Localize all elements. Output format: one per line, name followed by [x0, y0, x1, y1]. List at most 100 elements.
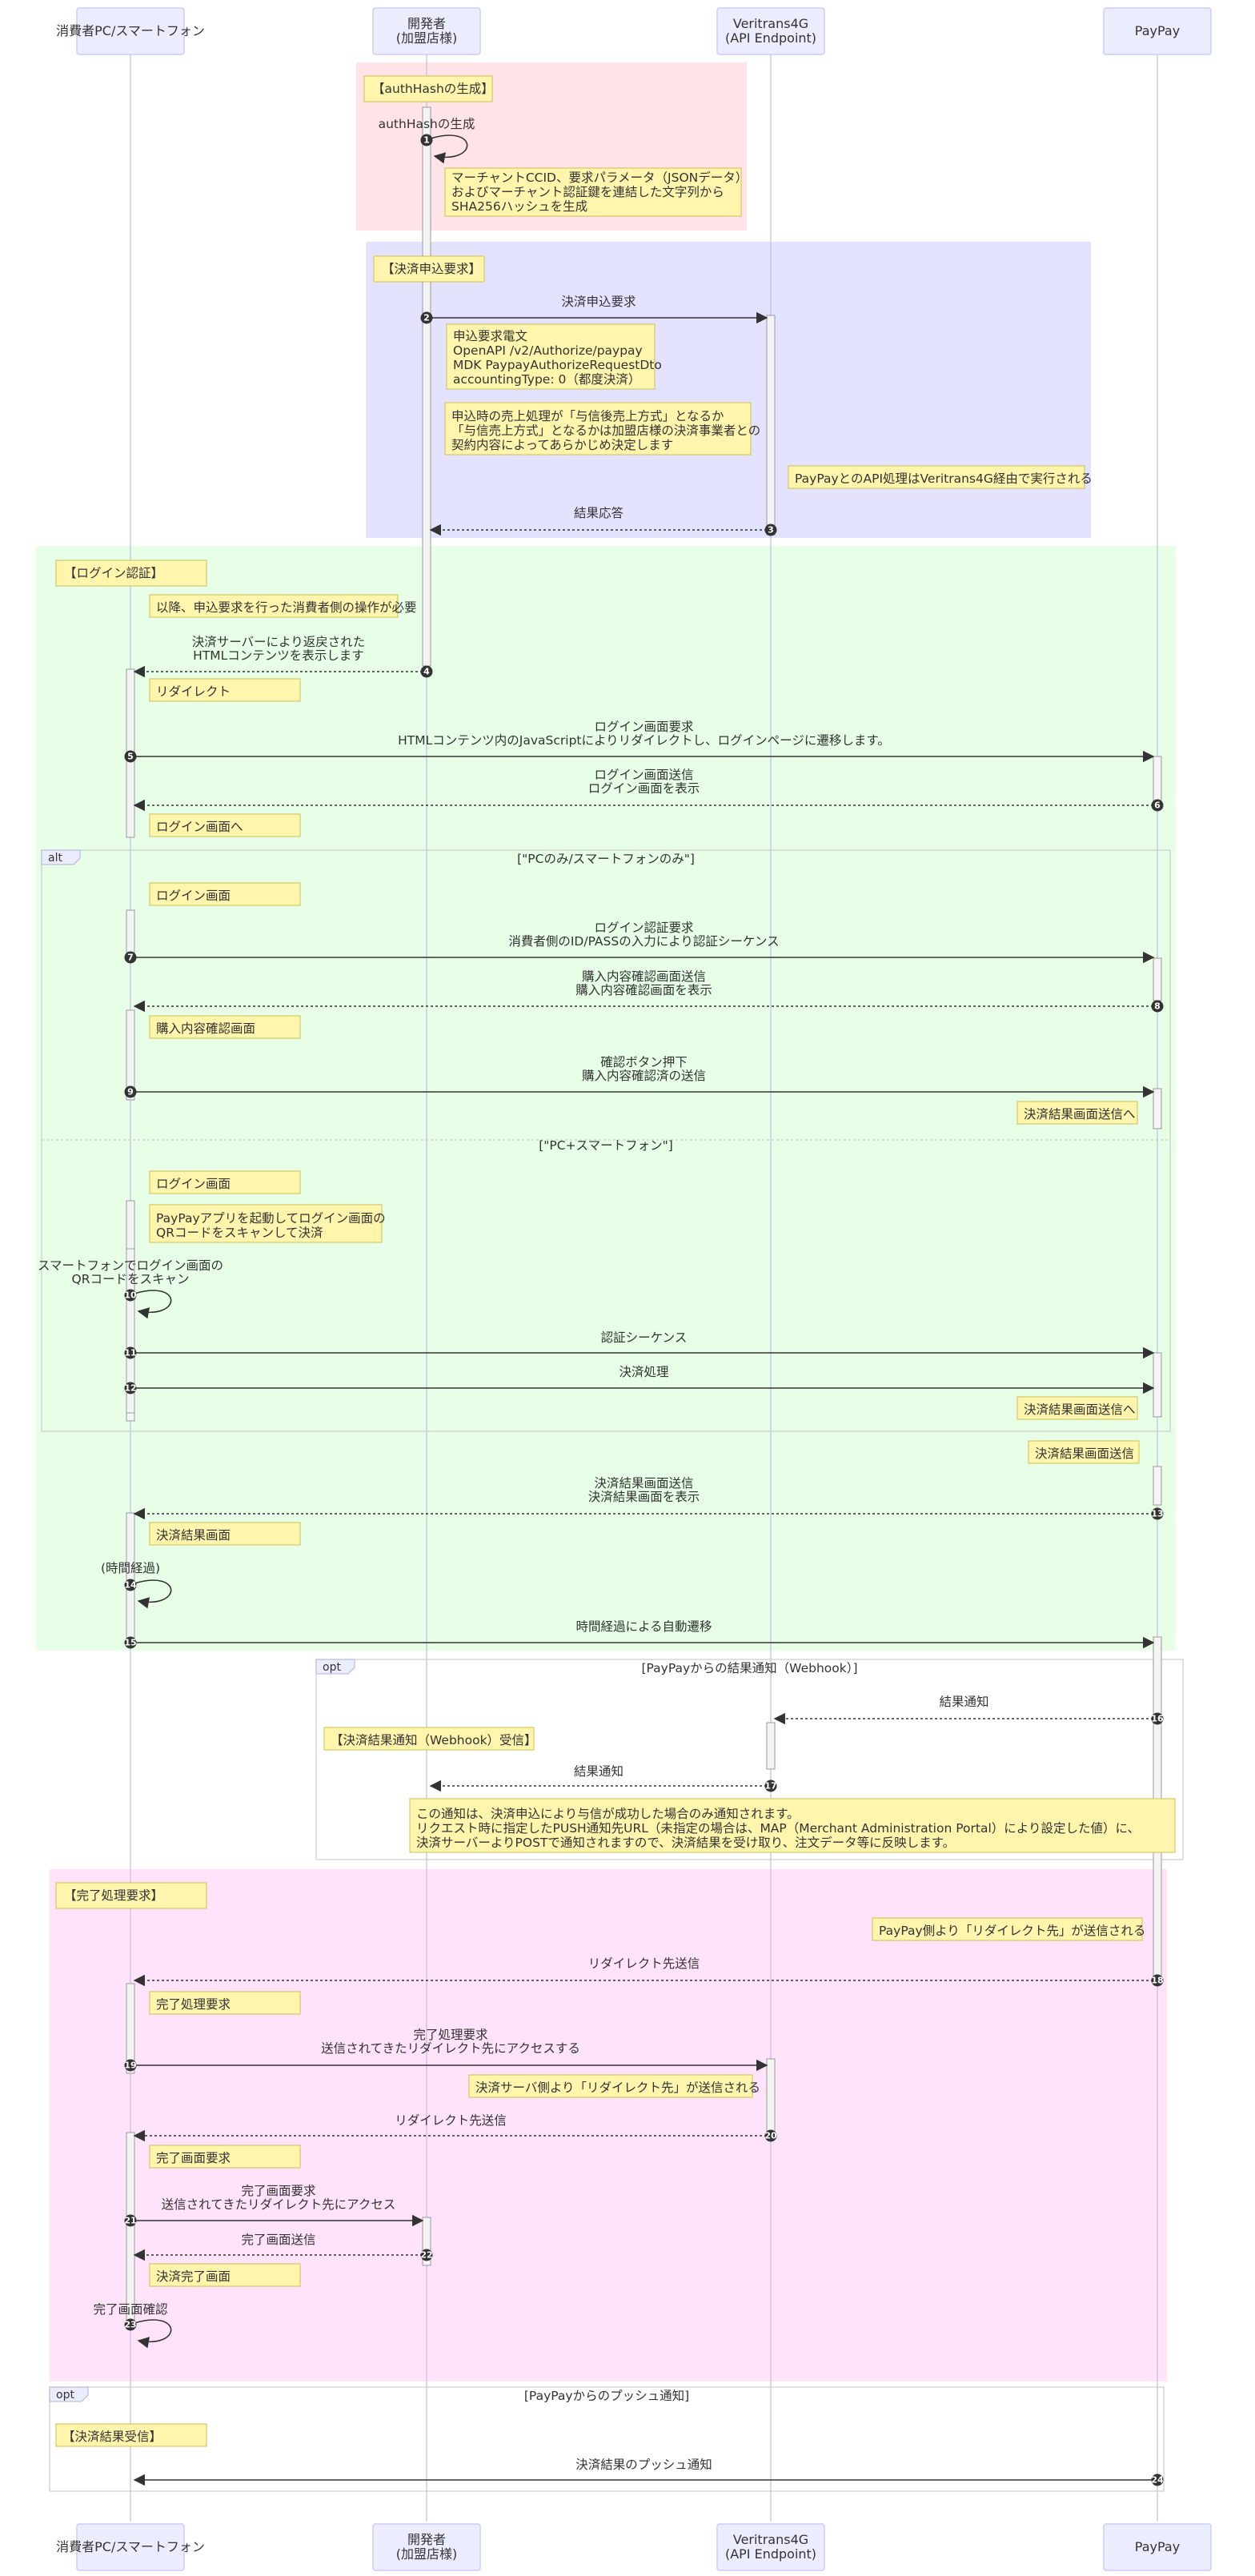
activation-bar — [126, 2132, 135, 2322]
message-label: 決済申込要求 — [561, 295, 636, 309]
sec-complete — [50, 1869, 1167, 2381]
message-label: 完了画面要求 — [241, 2184, 315, 2198]
sequence-number: 23 — [124, 2320, 136, 2330]
message-label: リダイレクト先送信 — [395, 2113, 507, 2128]
actor-label: (API Endpoint) — [725, 2546, 816, 2562]
note-line: およびマーチャント認証鍵を連結した文字列から — [451, 185, 724, 199]
sequence-number: 2 — [423, 313, 430, 323]
frame-opt-webhook: opt[PayPayからの結果通知（Webhook）] — [315, 1659, 1184, 1860]
actor-label: PayPay — [1135, 23, 1180, 38]
message-label: HTMLコンテンツを表示します — [193, 648, 364, 663]
actor-p-bottom: PayPay — [1103, 2523, 1212, 2571]
frame-tab-label: alt — [48, 852, 62, 865]
n-confirm-screen: 購入内容確認画面 — [149, 1015, 301, 1039]
message-15: 時間経過による自動遷移 15 — [124, 1619, 1155, 1649]
activation-bar — [1153, 1352, 1162, 1418]
sequence-number-badge — [420, 311, 433, 324]
note-line: 決済結果画面 — [156, 1528, 231, 1543]
message-label: 決済サーバーにより返戻された — [192, 635, 366, 649]
note-line: 決済結果画面送信へ — [1024, 1402, 1136, 1417]
svg-text:【完了処理要求】: 【完了処理要求】 — [64, 1888, 163, 1903]
sequence-number: 24 — [1151, 2475, 1164, 2486]
sequence-number-badge — [1151, 1974, 1164, 1987]
n-complete-req: 完了処理要求 — [149, 1991, 301, 2015]
message-label: 認証シーケンス — [601, 1330, 688, 1345]
sequence-number-badge — [764, 1780, 777, 1792]
sequence-number-badge — [420, 2249, 433, 2261]
sequence-number: 21 — [124, 2216, 136, 2226]
frame-tab-label: opt — [323, 1661, 341, 1674]
message-arrow — [430, 134, 468, 164]
note-line: QRコードをスキャンして決済 — [156, 1226, 323, 1240]
n-result-recv: 【決済結果受信】 — [55, 2423, 207, 2447]
note-line: ログイン画面 — [156, 889, 231, 903]
message-14: (時間経過) 14 — [101, 1561, 172, 1609]
frame-opt-push: opt[PayPayからのプッシュ通知] — [49, 2386, 1165, 2492]
sequence-number: 13 — [1151, 1509, 1163, 1519]
sec-complete-title: 【完了処理要求】 — [55, 1882, 207, 1909]
note-line: 決済完了画面 — [156, 2269, 231, 2284]
note-line: ログイン画面へ — [156, 820, 243, 834]
note-line: 決済サーバーよりPOSTで通知されますので、決済結果を受け取り、注文データ等に反… — [416, 1835, 955, 1850]
message-label: (時間経過) — [101, 1561, 160, 1575]
actor-d-bottom: 開発者(加盟店様) — [372, 2523, 481, 2571]
activation-bar — [422, 2217, 431, 2266]
sequence-number: 10 — [124, 1290, 137, 1301]
n-login-screen-2: ログイン画面 — [149, 1170, 301, 1194]
sequence-number: 15 — [124, 1638, 136, 1648]
activation-bar — [766, 1722, 776, 1770]
sec-login — [36, 546, 1176, 1651]
note-line: リクエスト時に指定したPUSH通知先URL（未指定の場合は、MAP（Mercha… — [416, 1821, 1140, 1836]
sequence-number-badge — [1151, 1507, 1164, 1520]
actor-v-top: Veritrans4G(API Endpoint) — [716, 7, 825, 55]
n-sales-method: 申込時の売上処理が「与信後売上方式」となるか「与信売上方式」となるかは加盟店様の… — [444, 402, 760, 455]
sequence-number: 8 — [1154, 1001, 1161, 1012]
message-label: 決済結果画面を表示 — [588, 1490, 700, 1504]
activation-bar — [766, 315, 776, 536]
sequence-number-badge — [420, 665, 433, 678]
note-line: OpenAPI /v2/Authorize/paypay — [453, 343, 643, 358]
note-line: マーチャントCCID、要求パラメータ（JSONデータ） — [451, 170, 748, 185]
sequence-number: 20 — [764, 2131, 777, 2141]
sequence-number-badge — [420, 134, 433, 146]
sequence-number: 4 — [423, 667, 430, 677]
message-label: ログイン画面要求 — [594, 720, 693, 734]
actor-label: Veritrans4G — [733, 2532, 808, 2547]
sequence-number-badge — [124, 1346, 137, 1359]
message-label: ログイン画面送信 — [594, 768, 693, 782]
activation-bar — [1153, 957, 1162, 1001]
message-label: 時間経過による自動遷移 — [575, 1619, 712, 1634]
sec-login-title: 【ログイン認証】 — [55, 560, 207, 587]
actor-label: (API Endpoint) — [725, 30, 816, 46]
n-webhook-recv: 【決済結果通知（Webhook）受信】 — [323, 1727, 537, 1751]
note-line: 完了処理要求 — [156, 1997, 231, 2012]
note-line: 決済結果画面送信 — [1035, 1446, 1134, 1461]
n-complete-screen: 決済完了画面 — [149, 2263, 301, 2287]
activation-bar — [126, 909, 135, 953]
sequence-number-badge — [124, 1085, 137, 1098]
note-line: PayPay側より「リダイレクト先」が送信される — [879, 1924, 1145, 1938]
note-line: accountingType: 0（都度決済） — [453, 372, 640, 387]
message-label: 購入内容確認画面を表示 — [575, 983, 712, 997]
n-to-login: ログイン画面へ — [149, 813, 301, 837]
svg-text:【ログイン認証】: 【ログイン認証】 — [64, 566, 163, 580]
sequence-number-badge — [764, 2129, 777, 2142]
actor-label: Veritrans4G — [733, 16, 808, 31]
message-2: 決済申込要求 2 — [420, 295, 768, 324]
activation-bar — [1153, 1088, 1162, 1130]
note-line: SHA256ハッシュを生成 — [451, 199, 587, 214]
sequence-number: 14 — [124, 1580, 137, 1591]
sequence-number-badge — [1151, 2474, 1164, 2486]
n-via-veritrans: PayPayとのAPI処理はVeritrans4G経由で実行される — [788, 465, 1093, 489]
actor-label: (加盟店様) — [396, 30, 458, 46]
message-label: 完了画面送信 — [241, 2233, 315, 2247]
frame-tab-label: opt — [56, 2389, 74, 2401]
